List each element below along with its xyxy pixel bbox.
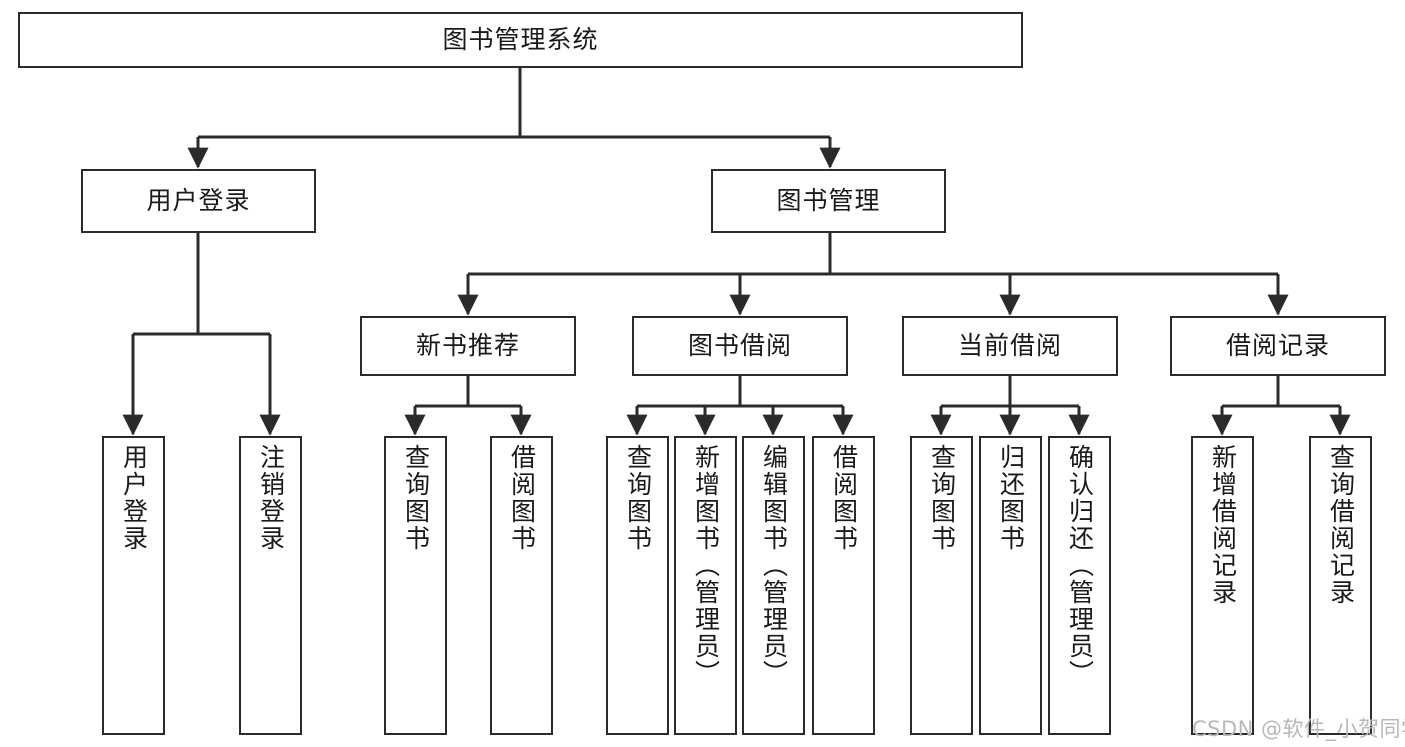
node-leaf-borrow-book-2-label: 借阅图书 [829,444,859,552]
node-leaf-add-book-label: 新增图书（管理员） [691,444,721,687]
node-current-borrow[interactable]: 当前借阅 [902,316,1118,376]
node-leaf-logout-login[interactable]: 注销登录 [239,436,302,735]
node-book-management[interactable]: 图书管理 [711,169,946,233]
node-user-login-label: 用户登录 [146,186,251,215]
node-leaf-query-book-1[interactable]: 查询图书 [384,436,447,735]
node-leaf-user-login-label: 用户登录 [119,444,149,552]
node-new-book-recommend[interactable]: 新书推荐 [360,316,576,376]
node-book-borrow-label: 图书借阅 [687,331,792,360]
node-root[interactable]: 图书管理系统 [18,12,1023,68]
node-leaf-confirm-return[interactable]: 确认归还（管理员） [1048,436,1111,735]
node-leaf-query-book-2-label: 查询图书 [623,444,653,552]
node-root-label: 图书管理系统 [442,25,599,54]
node-leaf-logout-login-label: 注销登录 [256,444,286,552]
node-user-login[interactable]: 用户登录 [81,169,316,233]
node-leaf-add-record[interactable]: 新增借阅记录 [1191,436,1254,735]
node-leaf-confirm-return-label: 确认归还（管理员） [1065,444,1095,687]
node-borrow-record[interactable]: 借阅记录 [1170,316,1386,376]
watermark-text: CSDN @软件_小贺同学 [1192,717,1405,741]
node-leaf-user-login[interactable]: 用户登录 [102,436,165,735]
node-book-management-label: 图书管理 [776,186,881,215]
node-leaf-query-record-label: 查询借阅记录 [1326,444,1356,606]
node-book-borrow[interactable]: 图书借阅 [632,316,848,376]
node-leaf-query-book-2[interactable]: 查询图书 [606,436,669,735]
node-leaf-query-book-1-label: 查询图书 [401,444,431,552]
node-current-borrow-label: 当前借阅 [957,331,1062,360]
node-leaf-query-book-3-label: 查询图书 [927,444,957,552]
node-leaf-edit-book-label: 编辑图书（管理员） [759,444,789,687]
node-new-book-recommend-label: 新书推荐 [415,331,520,360]
node-leaf-return-book[interactable]: 归还图书 [979,436,1042,735]
node-leaf-query-record[interactable]: 查询借阅记录 [1309,436,1372,735]
node-leaf-add-book[interactable]: 新增图书（管理员） [674,436,737,735]
node-leaf-borrow-book-1[interactable]: 借阅图书 [490,436,553,735]
node-leaf-add-record-label: 新增借阅记录 [1208,444,1238,606]
node-leaf-borrow-book-2[interactable]: 借阅图书 [812,436,875,735]
node-leaf-return-book-label: 归还图书 [996,444,1026,552]
node-leaf-query-book-3[interactable]: 查询图书 [910,436,973,735]
node-leaf-edit-book[interactable]: 编辑图书（管理员） [742,436,805,735]
node-leaf-borrow-book-1-label: 借阅图书 [507,444,537,552]
node-borrow-record-label: 借阅记录 [1225,331,1330,360]
